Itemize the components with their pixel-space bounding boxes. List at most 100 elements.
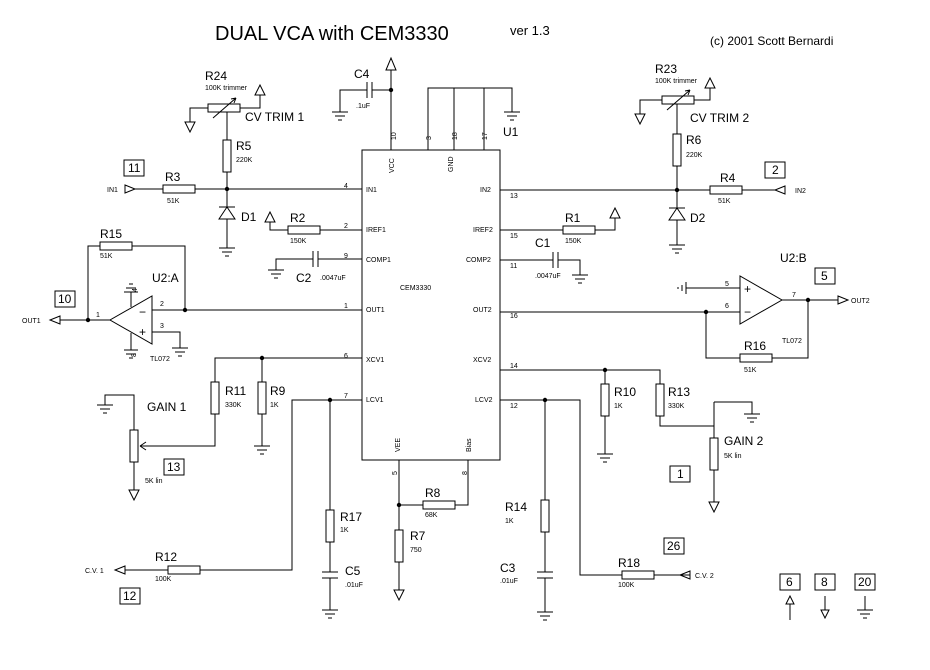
out1-label: OUT1 (22, 318, 41, 325)
box-5 (814, 267, 836, 285)
r8-ref: R8 (425, 486, 441, 500)
box-1-text: 1 (677, 467, 684, 481)
cem3330-ic: CEM3330 U1 VCC GND 10 3 18 17 VEE Bias 5… (344, 125, 519, 475)
pin-num-13: 13 (510, 193, 518, 200)
pin-out1: OUT1 (366, 307, 385, 314)
pin-lcv1: LCV1 (366, 397, 384, 404)
pin-xcv2: XCV2 (473, 357, 491, 364)
u2a-opamp (108, 295, 153, 345)
cv-trim-2-label: CV TRIM 2 (690, 111, 749, 125)
box-5-text: 5 (821, 269, 828, 283)
in2-label: IN2 (795, 188, 806, 195)
channel-1-input: IN1 11 R3 51K R5 220K R24 100K trimmer C… (107, 69, 362, 285)
pin-num-11: 11 (510, 263, 517, 270)
channel-2-cv: R10 1K R13 330K GAIN 2 5K lin 1 R18 100K… (500, 367, 764, 621)
r13-ref: R13 (668, 385, 690, 399)
pin-num-12: 12 (510, 403, 518, 410)
u2b-part: TL072 (782, 338, 802, 345)
power-legend: 6 8 20 (779, 573, 876, 620)
pin-num-5: 5 (392, 471, 399, 475)
r12-value: 100K (155, 576, 172, 583)
r5-ref: R5 (236, 139, 252, 153)
box-13 (163, 458, 185, 476)
gain1-vminus-arrow (128, 489, 140, 502)
schematic-title: DUAL VCA with CEM3330 (215, 23, 449, 45)
r5-value: 220K (236, 157, 253, 164)
in1-arrow (124, 184, 137, 194)
vplus-legend-arrow (785, 594, 795, 620)
r24-ref: R24 (205, 69, 227, 83)
c5-ref: C5 (345, 564, 361, 578)
pin-vcc: VCC (389, 158, 396, 173)
pin-num-17: 17 (482, 132, 489, 140)
top-supply-wiring: C4 .1uF (332, 56, 520, 150)
box-6-text: 6 (786, 575, 793, 589)
box-11 (123, 159, 145, 177)
pin-in2: IN2 (480, 187, 491, 194)
r23-ref: R23 (655, 62, 677, 76)
out2-label: OUT2 (851, 298, 870, 305)
box-12-text: 12 (123, 589, 137, 603)
c1-capacitor (500, 252, 588, 284)
pin-lcv2: LCV2 (475, 397, 493, 404)
r2-vplus-arrow (264, 210, 276, 223)
pin-num-3: 3 (426, 136, 433, 140)
ic-name: CEM3330 (400, 285, 431, 292)
r9-ref: R9 (270, 384, 286, 398)
r13-value: 330K (668, 403, 685, 410)
c2-value: .0047uF (320, 275, 346, 282)
box-8-text: 8 (821, 575, 828, 589)
ground-legend-symbol (857, 596, 873, 619)
d2-diode (668, 190, 686, 245)
u2a-pin-8: 8 (131, 353, 138, 357)
in1-label: IN1 (107, 187, 118, 194)
pin-num-18: 18 (452, 132, 459, 140)
r16-value: 51K (744, 367, 757, 374)
r11-ref: R11 (225, 384, 246, 398)
box-20 (854, 573, 876, 591)
pin-num-15: 15 (510, 233, 518, 240)
box-10-text: 10 (58, 292, 72, 306)
r17-value: 1K (340, 527, 349, 534)
bias-network: R7 750 R8 68K (393, 460, 469, 602)
cv-trim-1-label: CV TRIM 1 (245, 110, 304, 124)
u2a-pin-4: 4 (132, 288, 139, 292)
pin-num-9: 9 (344, 253, 348, 260)
gain1-potentiometer (129, 429, 139, 463)
u2a-pin-3: 3 (160, 323, 164, 330)
box-12 (119, 587, 141, 605)
svg-text:+: + (744, 282, 751, 296)
pin-num-4: 4 (344, 183, 348, 190)
r9-resistor (257, 381, 267, 415)
vcc-supply-arrow (385, 56, 397, 150)
pin-comp1: COMP1 (366, 257, 391, 264)
box-1 (669, 465, 691, 483)
u2a-opamp-section: − + U2:A TL072 4 8 2 R15 51K 3 1 OUT1 10 (22, 227, 362, 363)
cv2-label: C.V. 2 (695, 573, 714, 580)
c4-value: .1uF (356, 103, 370, 110)
r14-ref: R14 (505, 500, 527, 514)
pin-out2: OUT2 (473, 307, 492, 314)
c3-ref: C3 (500, 561, 516, 575)
r17-ref: R17 (340, 510, 362, 524)
pin-num-2: 2 (344, 223, 348, 230)
r15-resistor (99, 241, 133, 251)
r16-resistor (739, 353, 773, 363)
r12-ref: R12 (155, 550, 177, 564)
gain2-vminus-arrow (708, 501, 720, 514)
version-label: ver 1.3 (510, 23, 550, 38)
svg-text:+: + (139, 325, 146, 339)
pin-iref2: IREF2 (473, 227, 493, 234)
u2b-opamp (739, 275, 784, 325)
r11-value: 330K (225, 402, 242, 409)
r7-ref: R7 (410, 529, 426, 543)
r23-value: 100K trimmer (655, 78, 698, 85)
u2b-pin-6: 6 (725, 303, 729, 310)
ic-body (361, 149, 501, 461)
pin-comp2: COMP2 (466, 257, 491, 264)
channel-1-cv: R11 330K R9 1K GAIN 1 5K lin 13 R12 100K… (85, 355, 363, 619)
r5-resistor (222, 139, 232, 173)
r3-ref: R3 (165, 170, 181, 184)
cv2-arrow (678, 570, 691, 580)
